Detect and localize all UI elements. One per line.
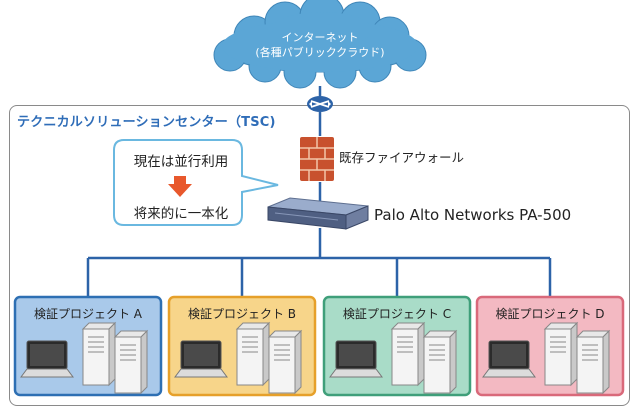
paloalto-appliance-icon bbox=[267, 197, 369, 230]
firewall-icon bbox=[300, 137, 334, 181]
network-lines bbox=[86, 86, 552, 298]
project-c-label: 検証プロジェクト C bbox=[342, 307, 452, 321]
internet-label: インターネット (各種パブリッククラウド) bbox=[240, 30, 400, 60]
laptop-icon bbox=[20, 340, 74, 378]
project-box-d bbox=[475, 295, 625, 397]
laptop-icon bbox=[174, 340, 228, 378]
server-icon bbox=[543, 321, 579, 387]
server-icon bbox=[113, 329, 149, 395]
router-icon bbox=[307, 96, 333, 112]
project-box-a bbox=[13, 295, 163, 397]
tsc-title: テクニカルソリューションセンター（TSC) bbox=[17, 115, 276, 130]
firewall-label: 既存ファイアウォール bbox=[339, 150, 465, 165]
project-box-c bbox=[322, 295, 472, 397]
project-b-label: 検証プロジェクト B bbox=[187, 307, 297, 321]
callout-current-text: 現在は並行利用 bbox=[133, 154, 229, 170]
laptop-icon bbox=[482, 340, 536, 378]
callout-future-text: 将来的に一本化 bbox=[133, 206, 229, 222]
down-arrow-icon bbox=[168, 176, 192, 197]
internet-label-line1: インターネット bbox=[281, 31, 359, 44]
server-icon bbox=[575, 329, 611, 395]
project-box-b bbox=[167, 295, 317, 397]
internet-label-line2: (各種パブリッククラウド) bbox=[255, 46, 385, 59]
laptop-icon bbox=[329, 340, 383, 378]
server-icon bbox=[235, 321, 271, 387]
internet-cloud-icon bbox=[213, 0, 427, 89]
server-icon bbox=[267, 329, 303, 395]
paloalto-label: Palo Alto Networks PA-500 bbox=[374, 206, 572, 224]
server-icon bbox=[390, 321, 426, 387]
project-a-label: 検証プロジェクト A bbox=[33, 307, 143, 321]
project-d-label: 検証プロジェクト D bbox=[495, 307, 605, 321]
server-icon bbox=[81, 321, 117, 387]
callout-box bbox=[113, 139, 279, 226]
server-icon bbox=[422, 329, 458, 395]
